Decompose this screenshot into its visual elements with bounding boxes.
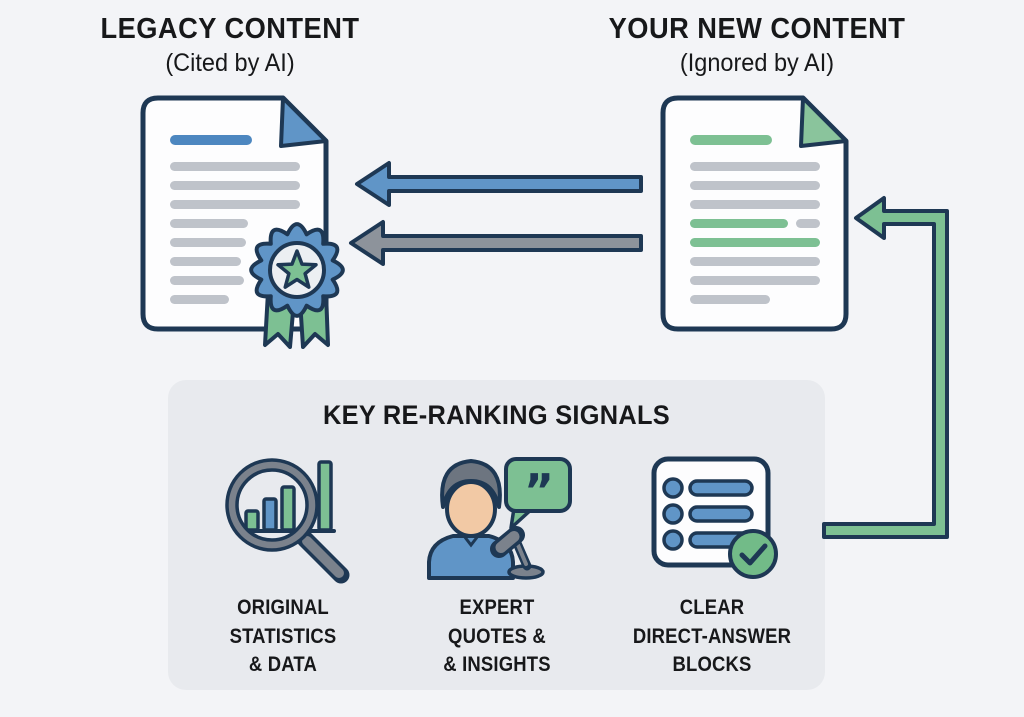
signal-label-original-statistics: ORIGINAL STATISTICS & DATA [229, 596, 337, 676]
reranking-loop-arrow [822, 196, 949, 539]
citation-arrow-gray [349, 220, 643, 266]
expert-speaker-icon: ” [427, 457, 572, 580]
legacy-content-title: LEGACY CONTENT [100, 13, 360, 45]
signals-box-title: KEY RE-RANKING SIGNALS [322, 400, 670, 430]
list-line [688, 505, 754, 523]
list-bullet [662, 477, 684, 499]
doc-title-line [690, 135, 772, 145]
page-fold-green [799, 96, 848, 148]
bar-chart-bar [317, 460, 333, 532]
list-bullet [662, 529, 684, 551]
badge-star [276, 249, 318, 289]
new-content-subtitle: (Ignored by AI) [679, 49, 835, 77]
speech-bubble [504, 457, 572, 513]
bar-chart-bar [244, 509, 260, 532]
statistics-magnifier-icon [225, 458, 350, 584]
doc-title-line [170, 135, 252, 145]
list-bullet [662, 503, 684, 525]
new-content-title: YOUR NEW CONTENT [608, 13, 906, 45]
legacy-content-subtitle: (Cited by AI) [165, 49, 295, 77]
list-line [688, 479, 754, 497]
citation-arrow-blue [355, 161, 643, 207]
bar-chart-bar [280, 485, 296, 532]
shirt-collar [462, 535, 480, 548]
person-hair [440, 459, 502, 509]
signals-box-background [168, 380, 825, 690]
legacy-content-header: LEGACY CONTENT (Cited by AI) [51, 13, 408, 78]
bar-chart-bar [262, 497, 278, 532]
page-fold-blue [279, 96, 328, 148]
signal-label-expert-quotes: EXPERT QUOTES & & INSIGHTS [443, 596, 551, 676]
new-content-header: YOUR NEW CONTENT (Ignored by AI) [570, 13, 944, 78]
award-badge-icon [249, 222, 345, 349]
quote-marks-icon: ” [524, 464, 554, 518]
person-face [445, 480, 497, 538]
magnifier-ring [227, 460, 317, 550]
legacy-document-icon [140, 95, 329, 332]
direct-answer-checklist-icon [651, 456, 778, 579]
new-document-icon [660, 95, 849, 332]
signal-label-direct-answer: CLEAR DIRECT-ANSWER BLOCKS [632, 596, 792, 676]
checkmark-icon [739, 543, 768, 566]
check-circle [728, 529, 778, 579]
